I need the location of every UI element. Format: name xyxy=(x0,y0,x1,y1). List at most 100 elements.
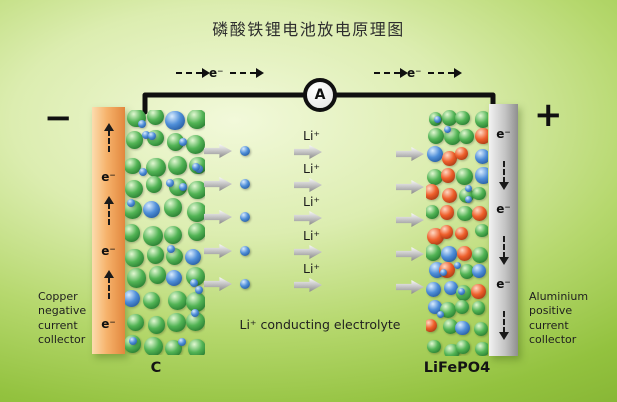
molecule-sphere xyxy=(426,282,441,298)
molecule-sphere xyxy=(166,133,185,152)
migration-arrow-icon xyxy=(204,144,232,158)
molecule-sphere xyxy=(455,110,470,126)
migration-arrow-icon xyxy=(204,177,232,191)
molecule-sphere xyxy=(125,179,144,199)
electron-label: e⁻ xyxy=(407,66,422,80)
molecule-sphere xyxy=(441,110,458,126)
lifepo4-electrode xyxy=(426,110,488,356)
electron-down-arrow-icon xyxy=(498,310,509,340)
lithium-sphere xyxy=(464,184,472,192)
molecule-sphere xyxy=(426,244,442,261)
electron-down-arrow-icon xyxy=(498,235,509,265)
positive-material-label: LiFePO4 xyxy=(423,360,491,376)
molecule-sphere xyxy=(454,227,469,241)
molecule-sphere xyxy=(473,321,488,337)
molecule-sphere xyxy=(143,337,163,355)
electrolyte-caption: Li⁺ conducting electrolyte xyxy=(239,317,401,332)
electron-label: e⁻ xyxy=(101,170,116,185)
lithium-ion-dot xyxy=(240,146,250,156)
molecule-sphere xyxy=(187,339,205,355)
li-ion-label: Li⁺ xyxy=(303,161,321,176)
li-ion-label: Li⁺ xyxy=(303,228,321,243)
lithium-sphere xyxy=(454,261,462,269)
lithium-sphere xyxy=(178,138,187,147)
molecule-sphere xyxy=(184,249,201,266)
molecule-sphere xyxy=(125,289,140,307)
molecule-sphere xyxy=(440,301,457,318)
molecule-sphere xyxy=(441,187,458,203)
lithium-sphere xyxy=(195,285,204,294)
molecule-sphere xyxy=(471,247,488,263)
molecule-sphere xyxy=(454,320,470,336)
molecule-sphere xyxy=(143,200,161,218)
molecule-sphere xyxy=(148,266,166,284)
li-ion-label: Li⁺ xyxy=(303,194,321,209)
lithium-sphere xyxy=(137,119,146,128)
electron-up-arrow-icon xyxy=(103,122,114,152)
lithium-sphere xyxy=(457,287,465,295)
lithium-ion-dot xyxy=(240,279,250,289)
molecule-sphere xyxy=(426,319,438,333)
molecule-sphere xyxy=(475,128,488,144)
lithium-sphere xyxy=(178,183,187,192)
molecule-sphere xyxy=(475,149,488,165)
molecule-sphere xyxy=(146,157,166,177)
electron-label: e⁻ xyxy=(496,277,511,292)
electron-arrow-icon xyxy=(176,68,210,78)
electron-flow-left: e⁻ xyxy=(176,66,265,80)
lithium-sphere xyxy=(165,179,174,188)
molecule-sphere xyxy=(442,151,457,167)
lithium-ion-dot xyxy=(240,212,250,222)
electron-up-arrow-icon xyxy=(103,196,114,226)
ion-migration-row xyxy=(204,144,250,158)
molecule-sphere xyxy=(125,131,144,149)
copper-collector: e⁻ e⁻ e⁻ xyxy=(92,107,125,354)
molecule-sphere xyxy=(426,205,439,220)
molecule-sphere xyxy=(127,268,147,288)
molecule-sphere xyxy=(471,284,487,300)
migration-arrow-icon xyxy=(204,210,232,224)
lithium-sphere xyxy=(465,196,473,204)
li-ion-label: Li⁺ xyxy=(303,128,321,143)
aluminium-collector-caption: Aluminium positive current collector xyxy=(529,290,589,346)
molecule-sphere xyxy=(428,128,445,145)
migration-arrow-icon xyxy=(204,277,232,291)
lithium-sphere xyxy=(177,337,186,346)
molecule-sphere xyxy=(475,111,488,128)
lithium-sphere xyxy=(190,308,199,317)
molecule-sphere xyxy=(125,248,144,268)
ion-migration-row xyxy=(204,210,250,224)
ammeter-label: A xyxy=(314,87,326,103)
lithium-sphere xyxy=(128,337,137,346)
molecule-sphere xyxy=(456,168,473,185)
electron-arrow-icon xyxy=(428,68,463,78)
molecule-sphere xyxy=(426,184,440,200)
molecule-sphere xyxy=(127,314,144,332)
electron-label: e⁻ xyxy=(496,127,511,142)
molecule-sphere xyxy=(439,205,455,220)
lithium-sphere xyxy=(167,245,176,254)
graphite-electrode xyxy=(125,110,205,355)
negative-material-label: C xyxy=(150,360,162,376)
molecule-sphere xyxy=(186,134,205,154)
molecule-sphere xyxy=(442,319,459,335)
lithium-sphere xyxy=(192,163,201,172)
molecule-sphere xyxy=(187,223,205,242)
molecule-sphere xyxy=(440,225,454,239)
diagram-title: 磷酸铁锂电池放电原理图 xyxy=(212,20,405,39)
molecule-sphere xyxy=(454,146,468,160)
molecule-sphere xyxy=(187,110,205,129)
molecule-sphere xyxy=(474,223,488,238)
molecule-sphere xyxy=(188,180,205,200)
lithium-sphere xyxy=(138,168,147,177)
negative-polarity-sign: − xyxy=(44,98,73,138)
molecule-sphere xyxy=(146,246,165,264)
positive-polarity-sign: + xyxy=(534,95,563,135)
molecule-sphere xyxy=(472,186,486,201)
molecule-sphere xyxy=(459,129,474,144)
electron-label: e⁻ xyxy=(101,317,116,332)
molecule-sphere xyxy=(456,245,472,262)
molecule-sphere xyxy=(440,167,456,183)
lithium-sphere xyxy=(444,126,452,134)
